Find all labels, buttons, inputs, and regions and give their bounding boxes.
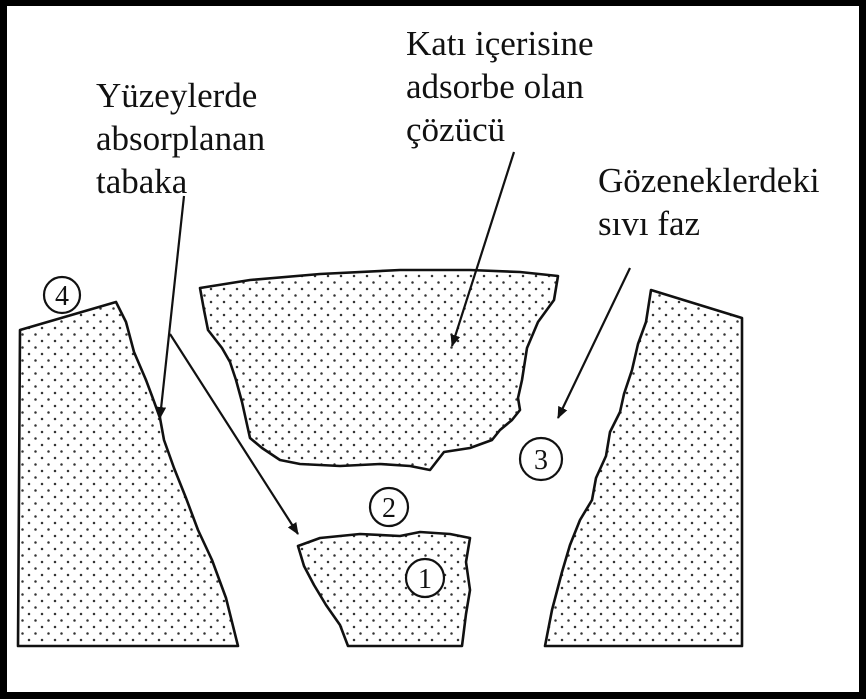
pore-liquid-arrow [558, 268, 630, 418]
svg-text:3: 3 [534, 445, 548, 476]
solvent-label-line1: Katı içerisine [406, 24, 594, 63]
pore-label-line2: sıvı faz [598, 204, 700, 243]
central-particle [200, 270, 558, 470]
svg-text:2: 2 [382, 493, 396, 524]
left-solid-wall [18, 302, 238, 646]
svg-text:4: 4 [55, 281, 69, 312]
marker-3: 3 [520, 438, 562, 480]
solvent-label-line2: adsorbe olan [406, 67, 584, 106]
marker-1: 1 [406, 559, 444, 597]
surface-label-line1: Yüzeylerde [96, 76, 257, 115]
surface-label-line3: tabaka [96, 162, 188, 201]
marker-4: 4 [44, 277, 80, 313]
pore-label-line1: Gözeneklerdeki [598, 161, 820, 200]
marker-2: 2 [370, 488, 408, 526]
solvent-label-line3: çözücü [406, 110, 505, 149]
bottom-particle [298, 532, 470, 646]
svg-text:1: 1 [418, 564, 432, 595]
right-solid-wall [545, 290, 742, 646]
surface-label-line2: absorplanan [96, 119, 265, 158]
surface-layer-arrow-1 [160, 196, 184, 418]
